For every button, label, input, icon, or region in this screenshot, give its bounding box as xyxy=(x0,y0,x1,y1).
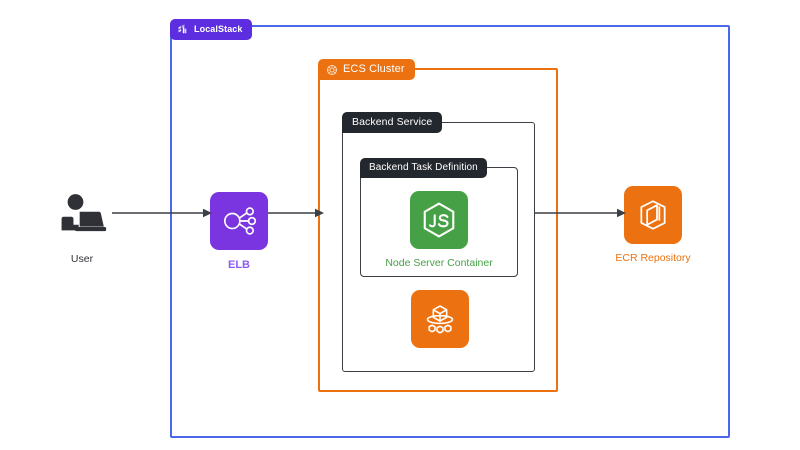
node-ecr-repository-label: ECR Repository xyxy=(615,252,691,264)
ecs-cluster-label-text: ECS Cluster xyxy=(343,63,405,75)
task-definition-label-text: Backend Task Definition xyxy=(369,162,478,173)
nodejs-icon xyxy=(410,191,468,249)
user-at-laptop-icon xyxy=(53,186,111,244)
node-node-server-container[interactable]: Node Server Container xyxy=(385,191,493,270)
node-node-server-container-label: Node Server Container xyxy=(385,257,493,269)
aws-ecs-fargate-icon xyxy=(411,290,469,348)
boundary-label-localstack[interactable]: LocalStack xyxy=(170,19,252,40)
elastic-load-balancer-icon xyxy=(210,192,268,250)
node-user[interactable]: User xyxy=(52,186,112,266)
ecs-cluster-icon xyxy=(326,64,338,76)
boundary-label-task-definition[interactable]: Backend Task Definition xyxy=(360,158,487,178)
boundary-ecs-cluster xyxy=(318,68,558,392)
boundary-localstack xyxy=(170,25,730,438)
localstack-logo-icon xyxy=(177,24,189,36)
boundary-label-backend-service[interactable]: Backend Service xyxy=(342,112,443,133)
node-ecr-repository[interactable]: ECR Repository xyxy=(615,186,691,265)
boundary-label-ecs-cluster[interactable]: ECS Cluster xyxy=(318,59,415,80)
node-user-label: User xyxy=(70,253,94,265)
localstack-label-text: LocalStack xyxy=(194,24,243,34)
node-elb-label: ELB xyxy=(228,259,250,271)
node-elb[interactable]: ELB xyxy=(210,192,268,271)
node-fargate-task[interactable] xyxy=(411,290,469,357)
backend-service-label-text: Backend Service xyxy=(352,116,433,129)
ecr-repository-icon xyxy=(624,186,682,244)
